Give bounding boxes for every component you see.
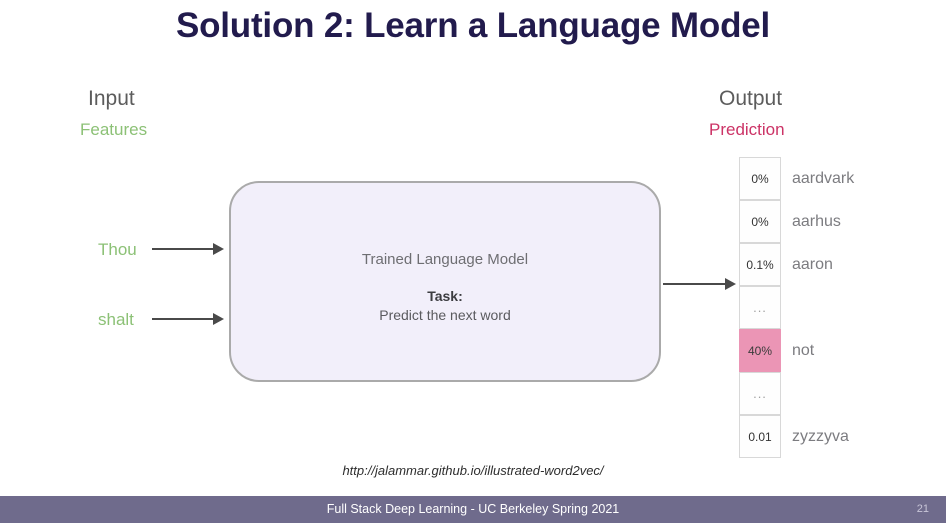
arrow-head [213, 243, 224, 255]
page-title: Solution 2: Learn a Language Model [175, 6, 771, 45]
prediction-row: 0% aarhus [739, 200, 841, 243]
arrow-line [663, 283, 726, 285]
prediction-word: aardvark [792, 169, 855, 187]
footer-text: Full Stack Deep Learning - UC Berkeley S… [326, 502, 620, 516]
model-box-title: Trained Language Model [361, 251, 529, 268]
prediction-row: ... [739, 372, 781, 415]
prediction-probability: 0.01 [739, 415, 781, 458]
output-heading: Output [719, 87, 783, 110]
output-subheading: Prediction [709, 120, 785, 139]
prediction-probability: ... [739, 372, 781, 415]
input-word-thou: Thou [98, 240, 137, 259]
prediction-probability: 0.1% [739, 243, 781, 286]
arrow-head [213, 313, 224, 325]
model-box-task-label: Task: [427, 288, 463, 304]
input-arrow-icon-2 [152, 312, 225, 326]
input-arrow-icon-1 [152, 242, 225, 256]
prediction-probability: 0% [739, 157, 781, 200]
input-subheading: Features [80, 120, 148, 139]
input-heading: Input [88, 87, 135, 110]
prediction-word: not [792, 341, 815, 359]
prediction-row: 0.1% aaron [739, 243, 833, 286]
prediction-row: 40% not [739, 329, 814, 372]
arrow-head [725, 278, 736, 290]
footer-bar: Full Stack Deep Learning - UC Berkeley S… [0, 496, 946, 523]
trained-language-model-box: Trained Language Model Task: Predict the… [229, 181, 661, 382]
model-box-task-description: Predict the next word [379, 307, 511, 323]
prediction-word: aarhus [792, 212, 841, 230]
prediction-word: zyzzyva [792, 427, 849, 445]
footer-page-number: 21 [916, 503, 929, 515]
source-url[interactable]: http://jalammar.github.io/illustrated-wo… [342, 463, 604, 478]
input-word-shalt: shalt [98, 310, 134, 329]
prediction-row: ... [739, 286, 781, 329]
prediction-probability: 0% [739, 200, 781, 243]
prediction-probability: 40% [739, 329, 781, 372]
prediction-row: 0% aardvark [739, 157, 854, 200]
output-arrow-icon [663, 277, 738, 291]
prediction-word: aaron [792, 255, 833, 273]
prediction-row: 0.01 zyzzyva [739, 415, 849, 458]
arrow-line [152, 318, 214, 320]
prediction-probability: ... [739, 286, 781, 329]
arrow-line [152, 248, 214, 250]
